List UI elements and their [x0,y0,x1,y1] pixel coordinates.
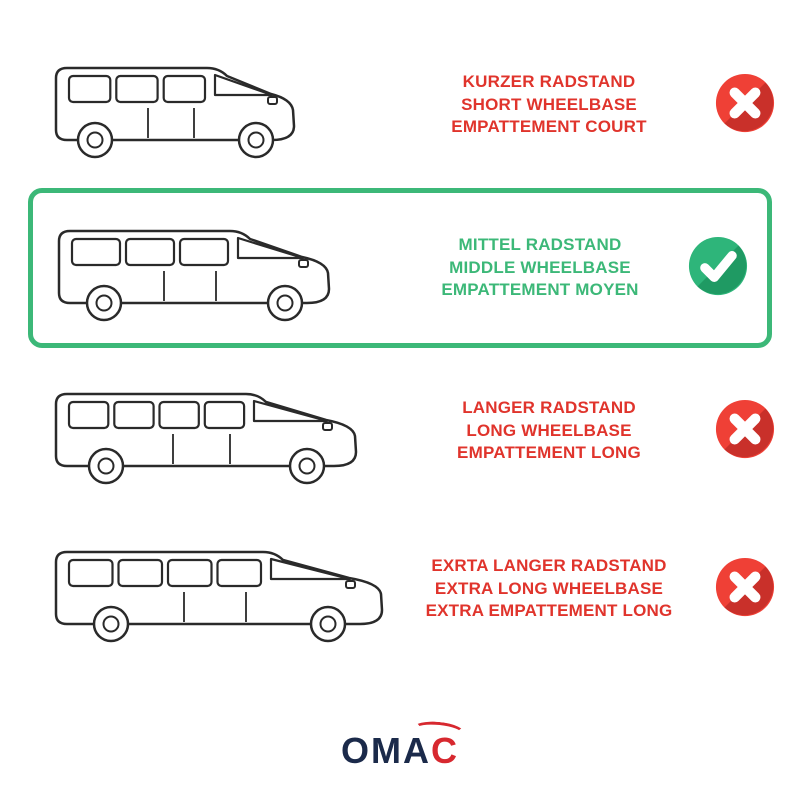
label-line-de: EXRTA LANGER RADSTAND [431,555,667,575]
van-illustration-long [0,368,408,495]
label-line-en: EXTRA LONG WHEELBASE [434,578,664,598]
variant-label-long: LANGER RADSTAND LONG WHEELBASE EMPATTEME… [408,397,690,466]
logo-text-main: OMA [341,730,431,771]
label-line-de: LANGER RADSTAND [462,397,636,417]
variant-label-extra-long: EXRTA LANGER RADSTAND EXTRA LONG WHEELBA… [408,555,690,624]
logo-text-accent: C [431,730,459,771]
variant-row-middle: MITTEL RADSTAND MIDDLE WHEELBASE EMPATTE… [33,193,767,343]
variant-row-long: LANGER RADSTAND LONG WHEELBASE EMPATTEME… [0,352,800,510]
van-line-art [46,368,364,495]
label-line-fr: EMPATTEMENT COURT [451,117,647,137]
label-line-de: KURZER RADSTAND [462,71,636,91]
van-line-art [49,205,337,332]
label-line-en: SHORT WHEELBASE [461,94,637,114]
label-line-fr: EXTRA EMPATTEMENT LONG [425,601,673,621]
label-line-de: MITTEL RADSTAND [458,234,622,254]
van-illustration-middle [33,205,411,332]
label-line-fr: EMPATTEMENT LONG [457,443,641,463]
x-icon [690,73,800,138]
variant-label-short: KURZER RADSTAND SHORT WHEELBASE EMPATTEM… [408,71,690,140]
x-icon-graphic [715,557,775,622]
check-icon-graphic [688,236,748,301]
label-line-en: LONG WHEELBASE [466,420,632,440]
highlight-box-middle: MITTEL RADSTAND MIDDLE WHEELBASE EMPATTE… [28,188,772,348]
variant-row-short: KURZER RADSTAND SHORT WHEELBASE EMPATTEM… [0,26,800,184]
x-icon-graphic [715,399,775,464]
label-line-fr: EMPATTEMENT MOYEN [441,280,639,300]
variant-label-middle: MITTEL RADSTAND MIDDLE WHEELBASE EMPATTE… [411,234,669,303]
van-line-art [46,526,390,653]
label-line-en: MIDDLE WHEELBASE [449,257,631,277]
van-illustration-short [0,42,408,169]
x-icon [690,557,800,622]
van-illustration-extra-long [0,526,408,653]
omac-logo: OMAC [0,719,800,772]
variant-row-extra-long: EXRTA LANGER RADSTAND EXTRA LONG WHEELBA… [0,510,800,668]
check-icon [669,236,767,301]
x-icon-graphic [715,73,775,138]
van-line-art [46,42,302,169]
x-icon [690,399,800,464]
